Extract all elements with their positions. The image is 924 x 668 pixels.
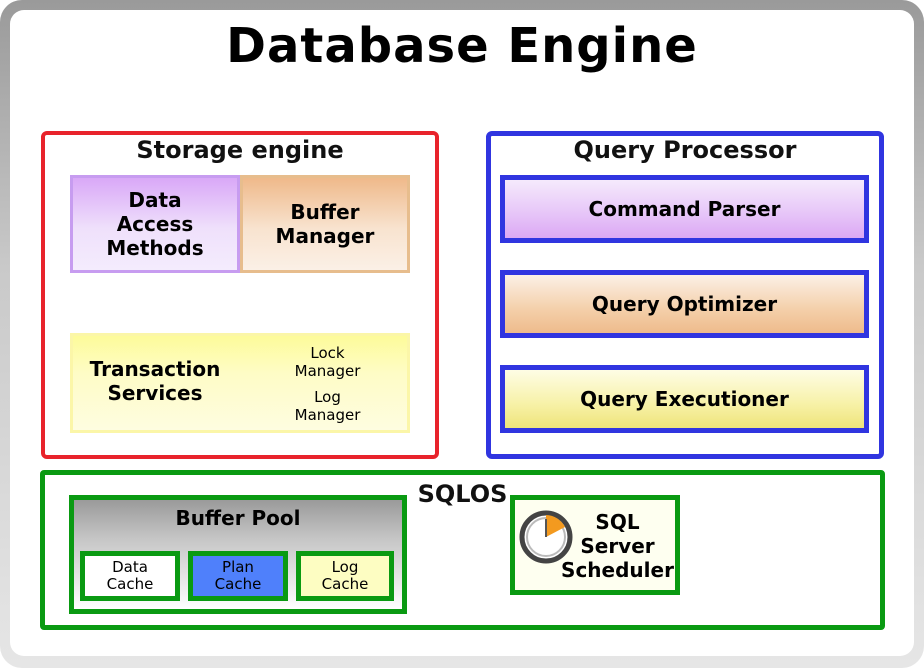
plan-cache-line: Cache bbox=[214, 575, 262, 593]
transaction-services-label: Transaction Services bbox=[80, 357, 230, 405]
data-access-methods-line: Methods bbox=[106, 236, 204, 260]
scheduler-line: Server bbox=[580, 534, 655, 558]
data-access-methods-line: Access bbox=[116, 212, 194, 236]
data-access-methods-box: Data Access Methods bbox=[70, 175, 240, 273]
log-cache-line: Log bbox=[331, 558, 359, 576]
scheduler-line: Scheduler bbox=[561, 558, 674, 582]
query-optimizer-label: Query Optimizer bbox=[591, 292, 778, 316]
data-access-methods-line: Data bbox=[128, 188, 182, 212]
query-processor-title: Query Processor bbox=[573, 136, 797, 164]
buffer-manager-box: Buffer Manager bbox=[240, 175, 410, 273]
lock-manager-line: Lock bbox=[310, 344, 345, 362]
log-cache-box: Log Cache bbox=[296, 551, 394, 601]
lock-manager-line: Manager bbox=[294, 362, 361, 380]
query-executioner-box: Query Executioner bbox=[500, 365, 869, 433]
scheduler-line: SQL bbox=[595, 510, 640, 534]
data-cache-line: Data bbox=[112, 558, 148, 576]
log-cache-line: Cache bbox=[321, 575, 369, 593]
storage-engine-title: Storage engine bbox=[136, 136, 344, 164]
log-manager-line: Log bbox=[314, 388, 341, 406]
command-parser-label: Command Parser bbox=[588, 197, 781, 221]
log-manager-line: Manager bbox=[294, 406, 361, 424]
log-manager-label: Log Manager bbox=[280, 388, 375, 424]
query-optimizer-box: Query Optimizer bbox=[500, 270, 869, 338]
data-cache-line: Cache bbox=[106, 575, 154, 593]
plan-cache-line: Plan bbox=[222, 558, 254, 576]
transaction-services-box bbox=[70, 333, 410, 433]
clock-icon bbox=[518, 509, 574, 565]
sqlos-title: SQLOS bbox=[417, 480, 508, 508]
lock-manager-label: Lock Manager bbox=[280, 344, 375, 380]
command-parser-box: Command Parser bbox=[500, 175, 869, 243]
buffer-manager-line: Manager bbox=[275, 224, 375, 248]
transaction-services-line: Services bbox=[107, 381, 203, 405]
data-cache-box: Data Cache bbox=[80, 551, 180, 601]
query-executioner-label: Query Executioner bbox=[580, 387, 789, 411]
scheduler-label: SQL Server Scheduler bbox=[560, 510, 675, 582]
plan-cache-box: Plan Cache bbox=[188, 551, 288, 601]
transaction-services-line: Transaction bbox=[89, 357, 221, 381]
buffer-manager-line: Buffer bbox=[290, 200, 360, 224]
buffer-pool-title: Buffer Pool bbox=[175, 506, 301, 530]
diagram-title: Database Engine bbox=[226, 18, 698, 74]
